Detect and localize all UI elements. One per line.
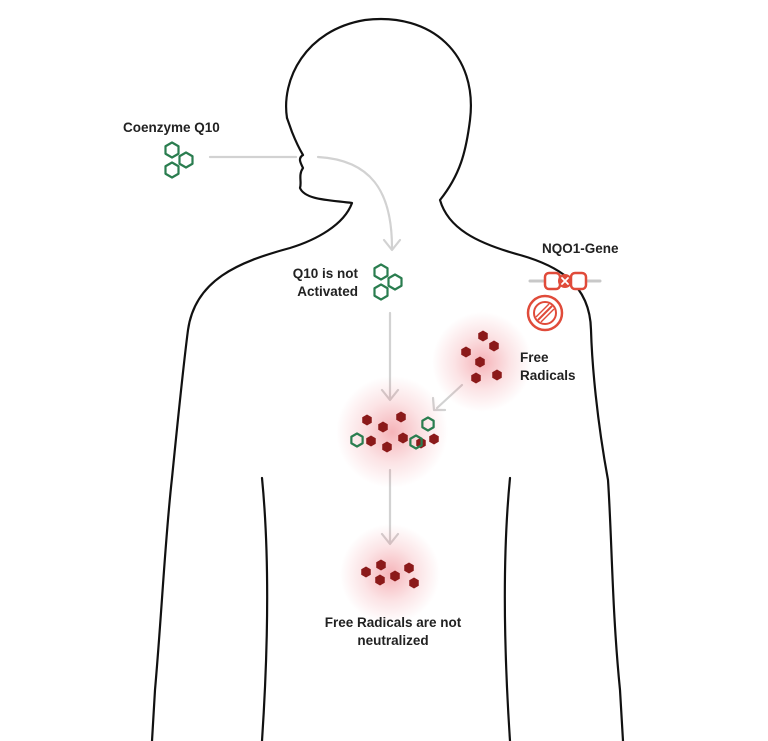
label-q10-line2: Activated [297,284,358,299]
human-body-outline [150,17,625,741]
molecule-layer [164,141,502,589]
label-bottom-line1: Free Radicals are not [325,615,462,630]
glow-bottom [340,524,440,624]
label-free-line2: Radicals [520,368,576,383]
radical-hexagon-icon [404,562,414,574]
flow-arrows [208,155,464,546]
radical-hexagon-icon [390,570,400,582]
radical-hexagon-icon [489,340,499,352]
label-free-line1: Free [520,350,549,365]
label-bottom-line2: neutralized [357,633,428,648]
radical-hexagon-icon [366,435,376,447]
glow-center [336,376,448,488]
radical-hexagon-icon [461,346,471,358]
radical-hexagon-icon [382,441,392,453]
radical-hexagon-icon [396,411,406,423]
prohibited-icon [526,294,564,332]
q10-hexagon-icon [409,434,423,450]
label-coenzyme-q10: Coenzyme Q10 [123,120,220,135]
q10-hexagon-icon [387,273,403,291]
radical-hexagon-icon [375,574,385,586]
q10-hexagon-icon [373,283,389,301]
radical-hexagon-icon [376,559,386,571]
radical-hexagon-icon [398,432,408,444]
radical-hexagon-icon [362,414,372,426]
arrow-to-q10 [316,155,394,250]
radical-hexagon-icon [361,566,371,578]
q10-hexagon-icon [350,432,364,448]
label-nqo1-gene: NQO1-Gene [542,241,619,256]
radical-hexagon-icon [478,330,488,342]
q10-hexagon-icon [178,151,194,169]
radical-hexagon-icon [475,356,485,368]
nqo1-gene-icon [528,271,602,291]
q10-hexagon-icon [421,416,435,432]
radical-hexagon-icon [492,369,502,381]
radical-hexagon-icon [409,577,419,589]
q10-hexagon-icon [373,263,389,281]
radical-hexagon-icon [429,433,439,445]
radical-hexagon-icon [471,372,481,384]
radical-hexagon-icon [378,421,388,433]
q10-hexagon-icon [164,161,180,179]
label-q10-line1: Q10 is not [293,266,359,281]
q10-hexagon-icon [164,141,180,159]
